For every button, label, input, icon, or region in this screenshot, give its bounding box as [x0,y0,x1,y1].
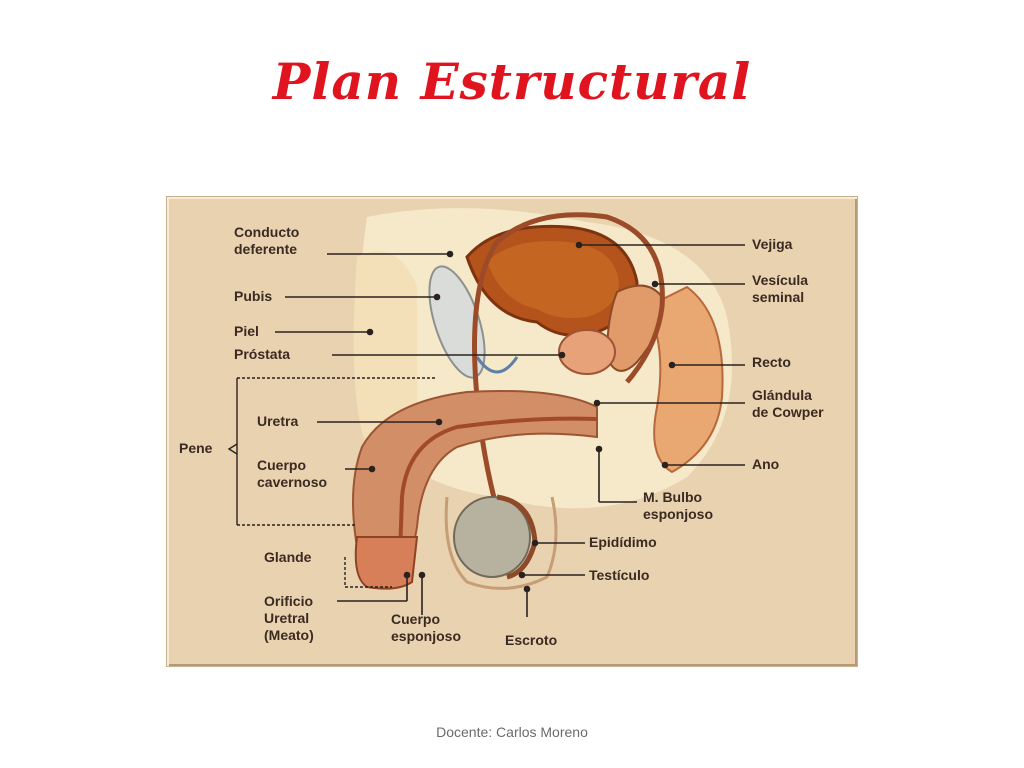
vas-deferens-path [472,212,665,568]
label-pene: Pene [179,440,213,456]
label-orificio-uretral: Orificio Uretral (Meato) [264,593,314,643]
label-vejiga: Vejiga [752,236,793,252]
label-vesicula-seminal: Vesícula seminal [752,272,809,305]
slide-title: Plan Estructural [272,52,752,111]
label-conducto-deferente: Conducto deferente [234,224,300,257]
label-recto: Recto [752,354,791,370]
footer-author: Docente: Carlos Moreno [436,724,588,740]
label-glandula-cowper: Glándula de Cowper [752,387,824,420]
label-uretra: Uretra [257,413,299,429]
label-testiculo: Testículo [589,567,650,583]
pene-bracket [237,377,437,588]
seminal-vesicle-shape [605,284,664,372]
label-piel: Piel [234,323,259,339]
label-epididimo: Epidídimo [589,534,657,550]
anatomy-illustration [227,208,745,617]
leader-lines-left [275,250,566,617]
label-ano: Ano [752,456,780,472]
label-pubis: Pubis [234,288,273,304]
testicle-shape [453,496,531,578]
label-glande: Glande [264,549,312,565]
leader-lines-right [518,241,745,579]
rectum-shape [645,285,724,474]
bladder-inner [487,241,619,318]
label-bulbo-esponjoso: M. Bulbo esponjoso [643,489,714,522]
label-cuerpo-cavernoso: Cuerpo cavernoso [257,457,328,490]
anatomy-diagram: Conducto deferente Pubis Piel Próstata P… [167,197,857,666]
urethra-path [397,416,598,583]
label-escroto: Escroto [505,632,558,648]
pene-bracket-vertical [227,378,238,525]
pubis-ligament [475,356,519,374]
scrotum-outline [444,496,558,590]
label-prostata: Próstata [234,346,291,362]
glans-shape [354,536,419,590]
skin-region [353,251,417,450]
prostate-shape [558,329,616,375]
label-cuerpo-esponjoso: Cuerpo esponjoso [391,611,462,644]
